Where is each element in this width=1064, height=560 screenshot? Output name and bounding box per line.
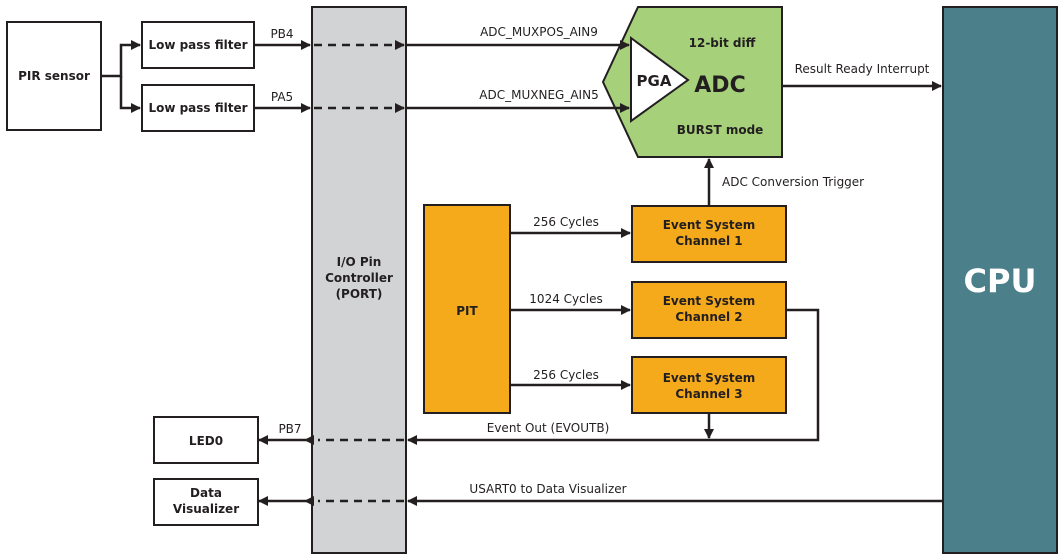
led0-block [153,416,259,464]
low-pass-filter-2 [141,84,255,132]
adc-mode-label: BURST mode [677,123,764,137]
low-pass-filter-2-label: Low pass filter [148,101,247,115]
pir-sensor-label: PIR sensor [18,69,90,83]
low-pass-filter-1 [141,21,255,69]
data-visualizer-line1: Data [190,486,222,500]
cpu-block [942,6,1058,554]
adc-title: 12-bit diff [689,36,756,50]
cycles-2-label: 1024 Cycles [529,292,602,306]
pb4-label: PB4 [270,27,293,41]
event-channel-1-line2: Channel 1 [675,234,742,248]
low-pass-filter-1-label: Low pass filter [148,38,247,52]
pir-sensor-block [6,21,102,131]
data-visualizer-block [153,478,259,526]
adc-trigger-label: ADC Conversion Trigger [722,175,864,189]
pb7-port-arrow [304,435,314,445]
pit-block [423,204,511,414]
port-label-line1: I/O Pin [337,255,382,269]
port-block [311,6,407,554]
pir-split-wire-2 [119,76,141,113]
event-channel-3-line2: Channel 3 [675,387,742,401]
pga-label: PGA [637,72,672,90]
pa5-label: PA5 [271,90,293,104]
port-label-line3: (PORT) [336,287,383,301]
adc-block [601,6,783,158]
pit-label: PIT [456,304,478,318]
event-channel-2-line2: Channel 2 [675,310,742,324]
pir-split-wire [101,40,141,78]
event-channel-3-line1: Event System [663,371,756,385]
led0-label: LED0 [189,434,223,448]
cpu-label: CPU [964,262,1037,300]
cycles-3-label: 256 Cycles [533,368,599,382]
result-ready-label: Result Ready Interrupt [795,62,930,76]
port-label-line2: Controller [325,271,393,285]
pga-triangle [630,36,690,123]
adc-main-label: ADC [694,73,745,98]
pb7-label: PB7 [278,422,301,436]
cycles-1-label: 256 Cycles [533,215,599,229]
ch2-evout-wire [407,308,820,445]
usart-label: USART0 to Data Visualizer [469,482,626,496]
event-channel-1-line1: Event System [663,218,756,232]
event-channel-2 [631,281,787,339]
event-out-label: Event Out (EVOUTB) [487,421,610,435]
muxneg-label: ADC_MUXNEG_AIN5 [479,88,598,102]
event-channel-1 [631,205,787,263]
data-visualizer-line2: Visualizer [173,502,239,516]
event-channel-2-line1: Event System [663,294,756,308]
event-channel-3 [631,356,787,414]
muxpos-label: ADC_MUXPOS_AIN9 [480,25,598,39]
